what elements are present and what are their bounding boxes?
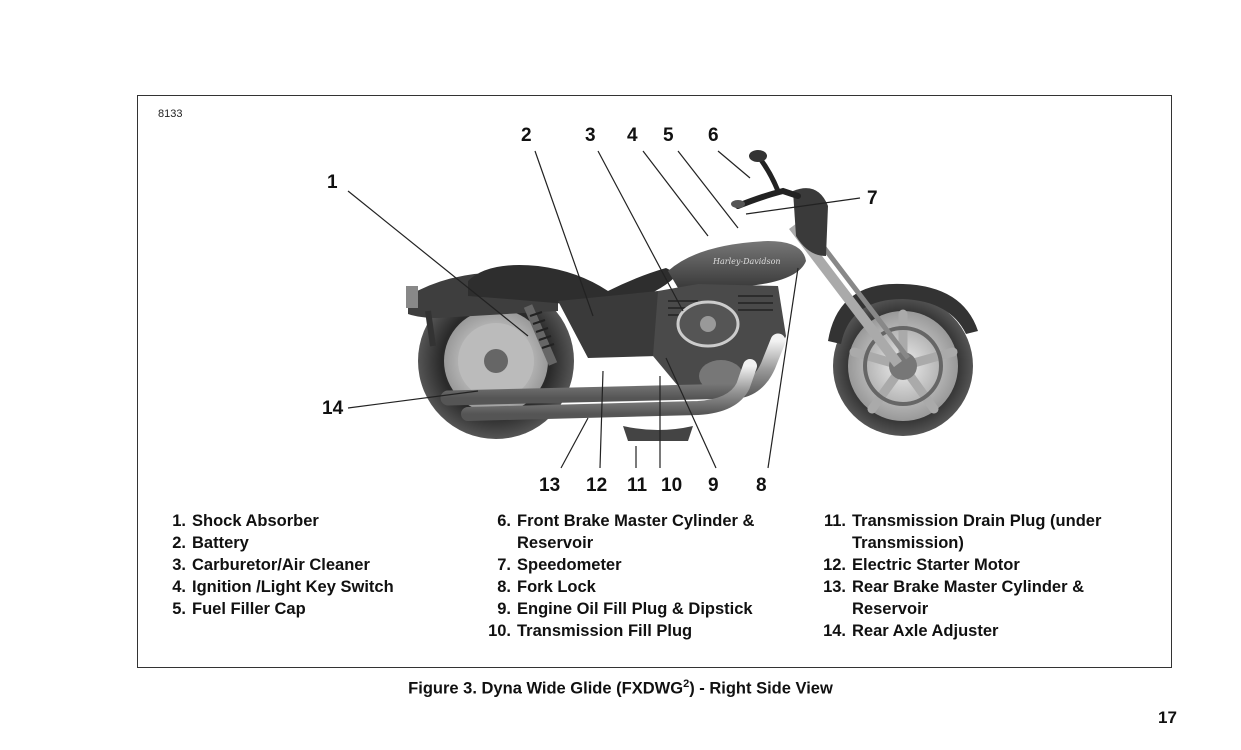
legend-number: 5. bbox=[172, 600, 186, 618]
legend-item: 11. Transmission Drain Plug (under Transm… bbox=[818, 510, 1163, 554]
legend-number: 4. bbox=[172, 578, 186, 596]
legend-number: 2. bbox=[172, 534, 186, 552]
callout-14: 14 bbox=[322, 398, 344, 419]
legend-number: 8. bbox=[497, 578, 511, 596]
callout-10: 10 bbox=[661, 475, 682, 496]
shock-absorber bbox=[523, 304, 558, 366]
page-number: 17 bbox=[1158, 708, 1177, 727]
legend-item: 8. Fork Lock bbox=[483, 576, 803, 598]
callout-7: 7 bbox=[867, 188, 878, 209]
legend-text: Engine Oil Fill Plug & Dipstick bbox=[517, 600, 753, 618]
leader-lines bbox=[347, 150, 861, 469]
legend-text: Transmission Drain Plug (under Transmiss… bbox=[852, 512, 1102, 552]
caption-superscript: 2 bbox=[683, 678, 690, 690]
figure-frame: 8 13 3 bbox=[137, 95, 1172, 668]
legend-text: Fork Lock bbox=[517, 578, 596, 596]
exhaust bbox=[440, 333, 786, 421]
callout-3: 3 bbox=[585, 125, 596, 146]
leader-2 bbox=[534, 150, 594, 317]
legend-number: 9. bbox=[497, 600, 511, 618]
legend-item: 13. Rear Brake Master Cylinder & Reservoi… bbox=[818, 576, 1163, 620]
leader-4 bbox=[642, 150, 709, 237]
callout-1: 1 bbox=[327, 172, 338, 193]
legend-item: 1. Shock Absorber bbox=[158, 510, 458, 532]
legend-item: 14. Rear Axle Adjuster bbox=[818, 620, 1163, 642]
leader-7 bbox=[745, 197, 861, 215]
legend-item: 6. Front Brake Master Cylinder & Reservoi… bbox=[483, 510, 803, 554]
legend-text: Carburetor/Air Cleaner bbox=[192, 556, 370, 574]
callout-9: 9 bbox=[708, 475, 719, 496]
legend-text: Rear Brake Master Cylinder & Reservoir bbox=[852, 578, 1085, 618]
leader-3 bbox=[597, 150, 684, 312]
figure-id: 8133 bbox=[158, 108, 183, 120]
legend-number: 6. bbox=[497, 512, 511, 530]
legend-text: Speedometer bbox=[517, 556, 622, 574]
callout-4: 4 bbox=[627, 125, 638, 146]
legend-text: Transmission Fill Plug bbox=[517, 622, 693, 640]
callout-2: 2 bbox=[521, 125, 532, 146]
legend-text: Ignition /Light Key Switch bbox=[192, 578, 394, 596]
legend-item: 9. Engine Oil Fill Plug & Dipstick bbox=[483, 598, 803, 620]
tank-logo: Harley-Davidson bbox=[712, 257, 781, 266]
legend-column-1: 1. Shock Absorber 2. Battery 3. Carburetor/… bbox=[158, 510, 458, 620]
leader-8 bbox=[767, 267, 799, 469]
motorcycle-illustration: Harley-Davidson bbox=[322, 125, 978, 496]
legend-number: 3. bbox=[172, 556, 186, 574]
callout-11: 11 bbox=[627, 475, 648, 496]
legend-item: 7. Speedometer bbox=[483, 554, 803, 576]
legend-item: 4. Ignition /Light Key Switch bbox=[158, 576, 458, 598]
legend-item: 12. Electric Starter Motor bbox=[818, 554, 1163, 576]
callout-5: 5 bbox=[663, 125, 674, 146]
leader-13 bbox=[560, 417, 589, 469]
legend-text: Fuel Filler Cap bbox=[192, 600, 306, 618]
caption-prefix: Figure 3. Dyna Wide Glide (FXDWG bbox=[408, 679, 684, 698]
legend-item: 10. Transmission Fill Plug bbox=[483, 620, 803, 642]
callout-8: 8 bbox=[756, 475, 767, 496]
figure-caption: Figure 3. Dyna Wide Glide (FXDWG2) - Rig… bbox=[0, 678, 1241, 699]
legend-text: Electric Starter Motor bbox=[852, 556, 1020, 574]
callout-12: 12 bbox=[586, 475, 607, 496]
leader-14 bbox=[347, 390, 479, 409]
leader-5 bbox=[677, 150, 739, 229]
legend-number: 10. bbox=[488, 622, 511, 640]
motorcycle: Harley-Davidson bbox=[406, 150, 978, 441]
legend-number: 13. bbox=[823, 578, 846, 596]
legend-text: Rear Axle Adjuster bbox=[852, 622, 999, 640]
caption-suffix: ) - Right Side View bbox=[689, 679, 833, 698]
legend-number: 7. bbox=[497, 556, 511, 574]
legend-text: Battery bbox=[192, 534, 249, 552]
leader-9 bbox=[665, 357, 717, 469]
legend-item: 5. Fuel Filler Cap bbox=[158, 598, 458, 620]
legend-number: 1. bbox=[172, 512, 186, 530]
legend-number: 12. bbox=[823, 556, 846, 574]
legend-text: Shock Absorber bbox=[192, 512, 319, 530]
callout-13: 13 bbox=[539, 475, 560, 496]
leader-1 bbox=[347, 190, 529, 337]
legend-column-2: 6. Front Brake Master Cylinder & Reservoi… bbox=[483, 510, 803, 642]
callout-6: 6 bbox=[708, 125, 719, 146]
legend-number: 14. bbox=[823, 622, 846, 640]
legend-text: Front Brake Master Cylinder & Reservoir bbox=[517, 512, 755, 552]
callout-numbers: 1 2 3 4 5 6 7 8 9 10 11 12 13 14 bbox=[322, 125, 878, 496]
legend-number: 11. bbox=[823, 512, 846, 530]
leader-6 bbox=[717, 150, 751, 179]
legend-item: 3. Carburetor/Air Cleaner bbox=[158, 554, 458, 576]
legend-column-3: 11. Transmission Drain Plug (under Transm… bbox=[818, 510, 1163, 642]
leader-12 bbox=[599, 370, 604, 469]
legend-item: 2. Battery bbox=[158, 532, 458, 554]
